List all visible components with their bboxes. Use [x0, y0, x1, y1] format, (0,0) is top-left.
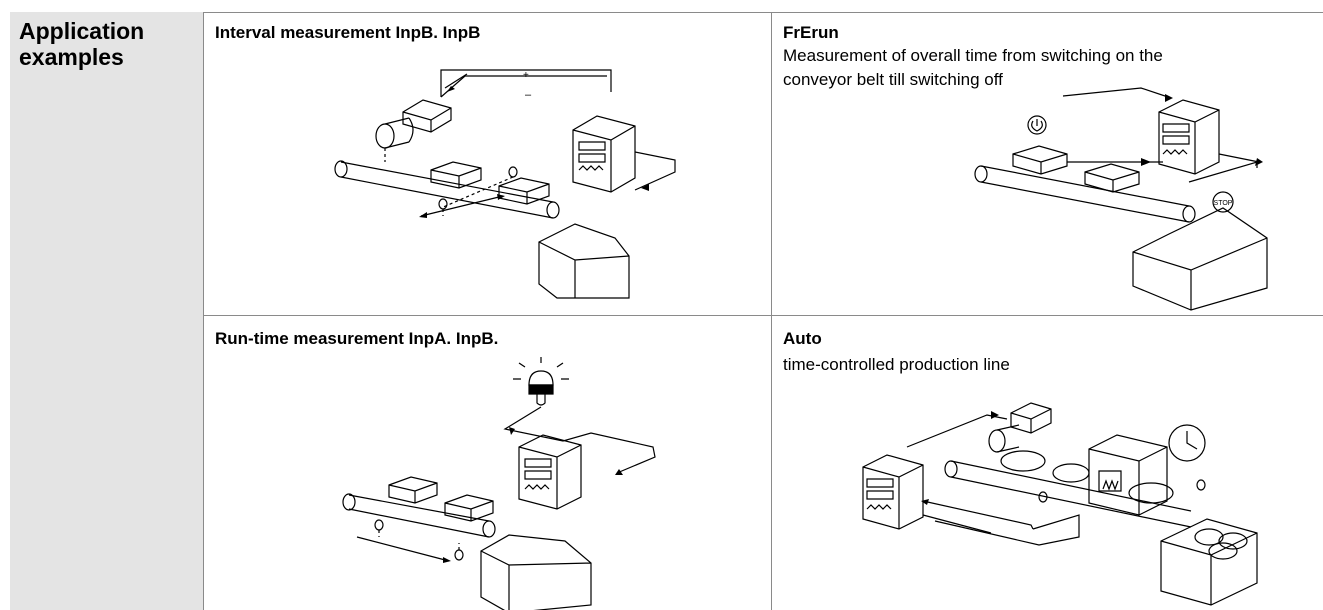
production-line-illustration [771, 315, 1323, 610]
column-divider [771, 12, 772, 610]
table-top-border [10, 12, 1323, 13]
sidebar-title: Application examples [19, 18, 145, 70]
cell-interval-measurement: Interval measurement InpB. InpB + – [203, 12, 771, 315]
sidebar-header-cell: Application examples [10, 12, 204, 610]
row-divider [203, 315, 1323, 316]
cell-freerun: FrErun Measurement of overall time from … [771, 12, 1323, 315]
cell-title: Auto [783, 329, 822, 348]
plus-sign: + [523, 70, 529, 81]
cell-runtime-measurement: Run-time measurement InpA. InpB. [203, 315, 771, 610]
cell-auto: Auto time-controlled production line [771, 315, 1323, 610]
cell-title: FrErun [783, 23, 839, 42]
conveyor-runtime-illustration [203, 315, 771, 610]
cell-description-line-1: Measurement of overall time from switchi… [783, 46, 1163, 65]
cell-description-line-2: conveyor belt till switching off [783, 70, 1003, 89]
cell-title: Interval measurement InpB. InpB [215, 23, 481, 42]
cell-description: time-controlled production line [783, 355, 1010, 374]
conveyor-freerun-illustration: STOP [771, 12, 1323, 315]
cell-title: Run-time measurement InpA. InpB. [215, 329, 499, 348]
signal-lamp-icon [529, 371, 553, 385]
conveyor-interval-illustration: + – [203, 12, 771, 315]
power-icon [1028, 116, 1046, 134]
stop-sign-text: STOP [1214, 200, 1233, 207]
minus-sign: – [525, 89, 532, 101]
clock-icon [1169, 425, 1205, 461]
